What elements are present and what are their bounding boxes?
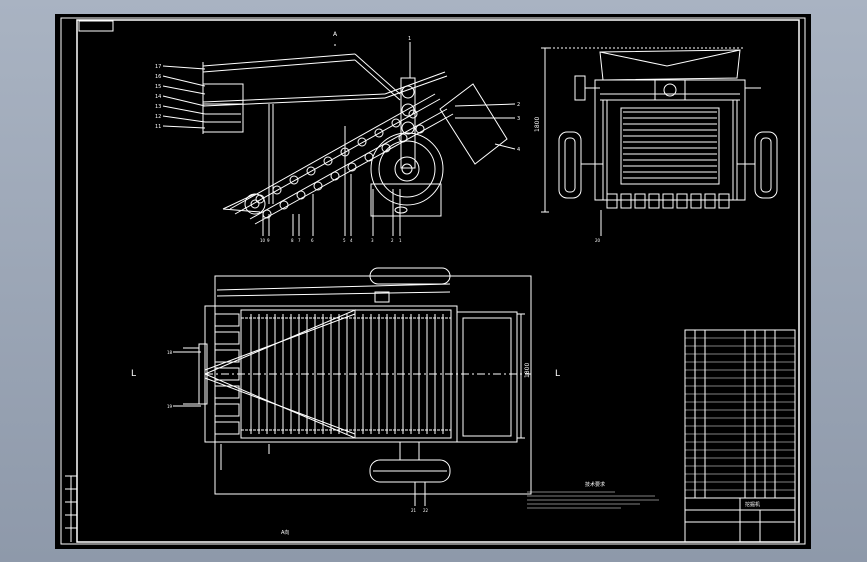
callout-r4: 4 (517, 147, 520, 153)
plan-front-teeth (214, 313, 240, 435)
callout-p18: 18 (167, 350, 173, 355)
corner-label-box (78, 20, 114, 32)
callout-11: 11 (155, 124, 161, 130)
view-a-label: A (333, 31, 338, 38)
callout-b10: 10 (260, 238, 266, 243)
callout-p22: 22 (423, 508, 429, 513)
inner-border (76, 19, 800, 543)
dim-vertical-label: 1800 (534, 117, 541, 132)
chain-rollers (255, 109, 425, 219)
callout-b6: 6 (311, 238, 314, 243)
plan-view (173, 267, 532, 506)
drawing-canvas: A 1800 1800 L L 技术要求 挖掘机 A向 17 16 15 14 … (60, 17, 806, 545)
callout-r2: 2 (517, 102, 520, 108)
callout-15: 15 (155, 84, 161, 90)
section-mark-left: L (131, 369, 136, 379)
left-revision-strip (65, 475, 77, 542)
callout-b1: 1 (399, 238, 402, 243)
callout-b4: 4 (350, 238, 353, 243)
callout-12: 12 (155, 114, 161, 120)
parts-table (684, 329, 796, 543)
callout-b8: 8 (291, 238, 294, 243)
callout-p21: 21 (411, 508, 417, 513)
section-mark-right: L (555, 369, 560, 379)
outer-border (60, 17, 806, 545)
grate-bars (620, 107, 720, 185)
digging-teeth (606, 193, 730, 209)
callout-14: 14 (155, 94, 161, 100)
drawing-sheet[interactable]: A 1800 1800 L L 技术要求 挖掘机 A向 17 16 15 14 … (55, 14, 811, 549)
plan-callout-numbers: 18 19 20 21 22 (167, 238, 601, 513)
callout-16: 16 (155, 74, 161, 80)
technical-notes (527, 491, 659, 509)
callout-b3: 3 (371, 238, 374, 243)
side-callout-numbers: 17 16 15 14 13 12 11 1 2 3 4 (155, 36, 520, 153)
callout-r1: 1 (408, 36, 411, 42)
bottom-view-mark: A向 (281, 529, 289, 536)
callout-p20: 20 (595, 238, 601, 243)
bottom-callout-numbers: 10 9 8 7 6 5 4 3 2 1 (260, 238, 402, 243)
callout-p19: 19 (167, 404, 173, 409)
table-title: 挖掘机 (745, 501, 760, 508)
notes-title: 技术要求 (585, 481, 605, 488)
callout-b2: 2 (391, 238, 394, 243)
dim-plan-label: 1800 (524, 363, 531, 378)
callout-17: 17 (155, 64, 161, 70)
callout-13: 13 (155, 104, 161, 110)
parts-table-rows (685, 337, 795, 491)
end-view (541, 47, 778, 236)
callout-b5: 5 (343, 238, 346, 243)
side-elevation-view (162, 42, 516, 236)
callout-b7: 7 (298, 238, 301, 243)
callout-b9: 9 (267, 238, 270, 243)
callout-r3: 3 (517, 116, 520, 122)
